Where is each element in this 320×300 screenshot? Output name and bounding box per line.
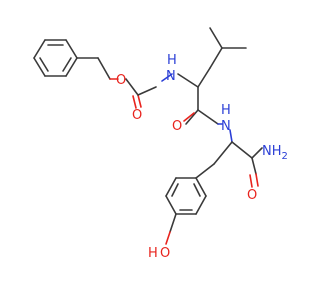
tyrosine-backbone [195, 129, 263, 188]
amide-nh-label: H [221, 103, 231, 118]
phenol-h-label: H [148, 246, 158, 261]
phenol-o-label: O [160, 246, 170, 261]
carbamate-nh-label: H [167, 53, 177, 68]
atom-labels: H N O O H N O NH2 O O H [116, 53, 288, 261]
benzyl-linker [76, 57, 119, 80]
benzyl-ring [33, 39, 78, 77]
leucine-backbone [177, 27, 247, 125]
terminal-o-label: O [247, 188, 257, 203]
phenol-ring [165, 177, 207, 245]
terminal-amine-label: NH2 [262, 144, 288, 162]
carbamate-group [125, 73, 173, 109]
carbamate-n-label: N [166, 69, 176, 84]
carbonyl-o1-label: O [132, 108, 142, 123]
amide-n-label: N [221, 119, 231, 134]
ester-o-label: O [116, 73, 126, 88]
carbonyl-o2-label: O [172, 119, 182, 134]
molecule-structure: H N O O H N O NH2 O O H [33, 27, 288, 261]
